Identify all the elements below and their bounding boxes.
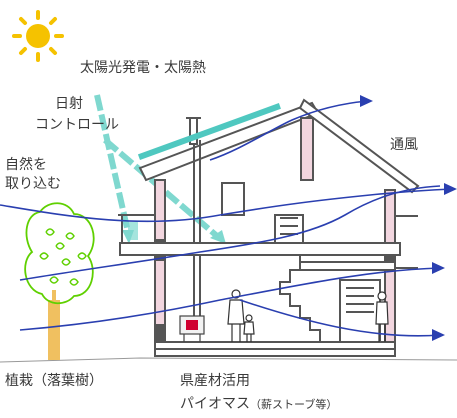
solar-power-heat-label: 太陽光発電・太陽熱 <box>80 60 206 76</box>
wind-flow-arrows <box>0 95 457 341</box>
wood-stove-icon <box>179 315 205 342</box>
biomass-main-text: パイオマス <box>180 396 250 412</box>
natural-intake-label-line2: 取り込む <box>5 176 61 192</box>
local-wood-label: 県産材活用 <box>180 373 250 389</box>
planting-label: 植栽（落葉樹） <box>5 373 103 389</box>
biomass-label: パイオマス（薪ストーブ等） <box>180 396 337 413</box>
ventilation-label: 通風 <box>390 137 418 153</box>
house-structure <box>118 98 420 357</box>
sunlight-control-label-line2: コントロール <box>35 117 119 133</box>
solar-panel <box>137 103 281 160</box>
biomass-sub-text: （薪ストーブ等） <box>250 398 338 411</box>
adult-person-icon-right <box>375 291 389 342</box>
deciduous-tree-icon <box>24 202 95 360</box>
natural-intake-label-line1: 自然を <box>5 157 47 173</box>
child-person-icon <box>243 314 255 342</box>
ground-line <box>0 357 457 363</box>
sun-icon <box>12 10 64 62</box>
sunlight-control-label-line1: 日射 <box>55 96 83 112</box>
